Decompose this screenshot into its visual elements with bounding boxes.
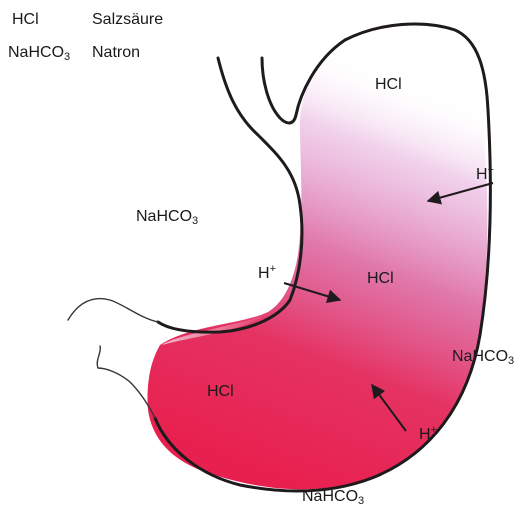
label-hcl-antrum: HCl <box>207 383 234 401</box>
label-hcl-fundus: HCl <box>375 76 402 94</box>
duodenum-lower-outline <box>97 346 155 418</box>
label-bicarbonate-bottom: NaHCO3 <box>302 488 364 506</box>
label-proton-upper-right: H+ <box>476 166 494 184</box>
label-proton-middle: H+ <box>258 265 276 283</box>
legend-bicarbonate-symbol: NaHCO3 <box>8 44 70 62</box>
duodenum-upper-outline <box>68 299 158 322</box>
legend-hcl-name: Salzsäure <box>92 11 163 29</box>
stomach-inner-outline <box>158 58 302 332</box>
stomach-acid-fill <box>148 28 488 489</box>
label-bicarbonate-left: NaHCO3 <box>136 208 198 226</box>
legend-hcl-symbol: HCl <box>12 11 39 29</box>
legend-bicarbonate-name: Natron <box>92 44 140 62</box>
label-bicarbonate-right: NaHCO3 <box>452 348 514 366</box>
label-hcl-body: HCl <box>367 270 394 288</box>
label-proton-lower-right: H+ <box>419 426 437 444</box>
